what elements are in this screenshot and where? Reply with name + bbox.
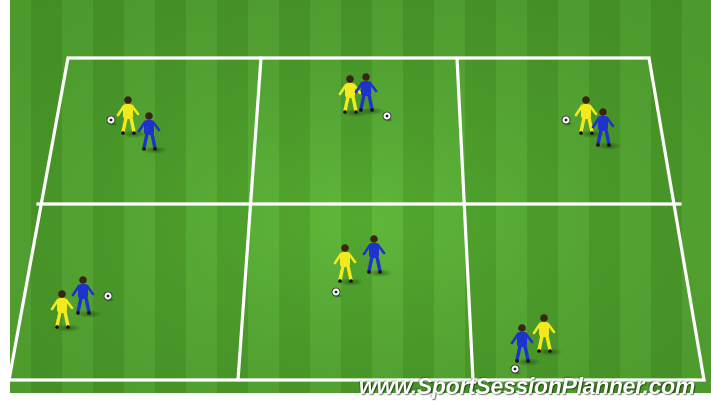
grass-shading [10, 0, 711, 403]
watermark-text: www.SportSessionPlanner.com [359, 373, 695, 400]
